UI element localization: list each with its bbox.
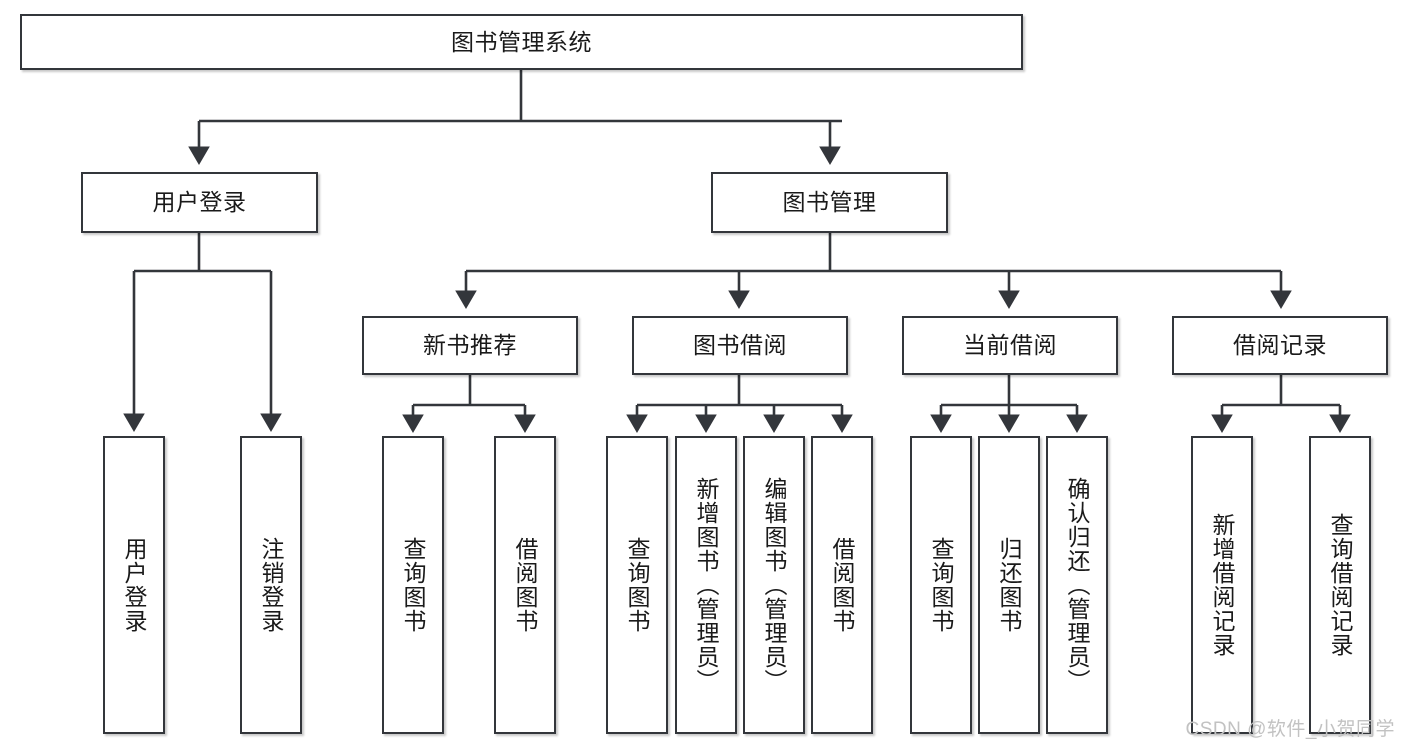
node-leaf-add-borrow-record-label: 新增借阅记录 bbox=[1209, 513, 1236, 657]
csdn-watermark: CSDN @软件_小贺同学 bbox=[1185, 719, 1395, 740]
node-leaf-user-login-label: 用户登录 bbox=[121, 537, 148, 633]
node-current-borrow-label: 当前借阅 bbox=[963, 332, 1057, 359]
node-leaf-borrow-book-1-label: 借阅图书 bbox=[512, 537, 539, 633]
node-leaf-edit-book-admin-label: 编辑图书（管理员） bbox=[761, 477, 788, 693]
node-current-borrow[interactable]: 当前借阅 bbox=[902, 316, 1118, 375]
node-leaf-edit-book-admin[interactable]: 编辑图书（管理员） bbox=[743, 436, 805, 734]
node-leaf-confirm-return-admin[interactable]: 确认归还（管理员） bbox=[1046, 436, 1108, 734]
node-leaf-add-borrow-record[interactable]: 新增借阅记录 bbox=[1191, 436, 1253, 734]
node-user-login-label: 用户登录 bbox=[152, 189, 247, 216]
node-leaf-query-book-3[interactable]: 查询图书 bbox=[910, 436, 972, 734]
node-leaf-add-book-admin[interactable]: 新增图书（管理员） bbox=[675, 436, 737, 734]
node-book-borrow[interactable]: 图书借阅 bbox=[632, 316, 848, 375]
node-leaf-query-book-2[interactable]: 查询图书 bbox=[606, 436, 668, 734]
node-leaf-borrow-book-2-label: 借阅图书 bbox=[829, 537, 856, 633]
node-leaf-query-borrow-record[interactable]: 查询借阅记录 bbox=[1309, 436, 1371, 734]
node-leaf-borrow-book-2[interactable]: 借阅图书 bbox=[811, 436, 873, 734]
node-borrow-record[interactable]: 借阅记录 bbox=[1172, 316, 1388, 375]
node-new-book-rec[interactable]: 新书推荐 bbox=[362, 316, 578, 375]
node-leaf-query-borrow-record-label: 查询借阅记录 bbox=[1327, 513, 1354, 657]
node-book-manage[interactable]: 图书管理 bbox=[711, 172, 948, 233]
node-leaf-confirm-return-admin-label: 确认归还（管理员） bbox=[1064, 477, 1091, 693]
node-leaf-query-book-3-label: 查询图书 bbox=[928, 537, 955, 633]
node-leaf-return-book[interactable]: 归还图书 bbox=[978, 436, 1040, 734]
node-leaf-query-book-1-label: 查询图书 bbox=[400, 537, 427, 633]
node-user-login[interactable]: 用户登录 bbox=[81, 172, 318, 233]
node-book-manage-label: 图书管理 bbox=[782, 189, 877, 216]
node-leaf-borrow-book-1[interactable]: 借阅图书 bbox=[494, 436, 556, 734]
node-borrow-record-label: 借阅记录 bbox=[1233, 332, 1327, 359]
node-book-borrow-label: 图书借阅 bbox=[693, 332, 787, 359]
node-leaf-user-login[interactable]: 用户登录 bbox=[103, 436, 165, 734]
node-root-label: 图书管理系统 bbox=[451, 28, 592, 55]
node-leaf-logout-login[interactable]: 注销登录 bbox=[240, 436, 302, 734]
node-new-book-rec-label: 新书推荐 bbox=[423, 332, 517, 359]
node-leaf-logout-login-label: 注销登录 bbox=[258, 537, 285, 633]
node-leaf-query-book-1[interactable]: 查询图书 bbox=[382, 436, 444, 734]
node-leaf-return-book-label: 归还图书 bbox=[996, 537, 1023, 633]
node-leaf-query-book-2-label: 查询图书 bbox=[624, 537, 651, 633]
node-leaf-add-book-admin-label: 新增图书（管理员） bbox=[693, 477, 720, 693]
node-root[interactable]: 图书管理系统 bbox=[20, 14, 1023, 70]
